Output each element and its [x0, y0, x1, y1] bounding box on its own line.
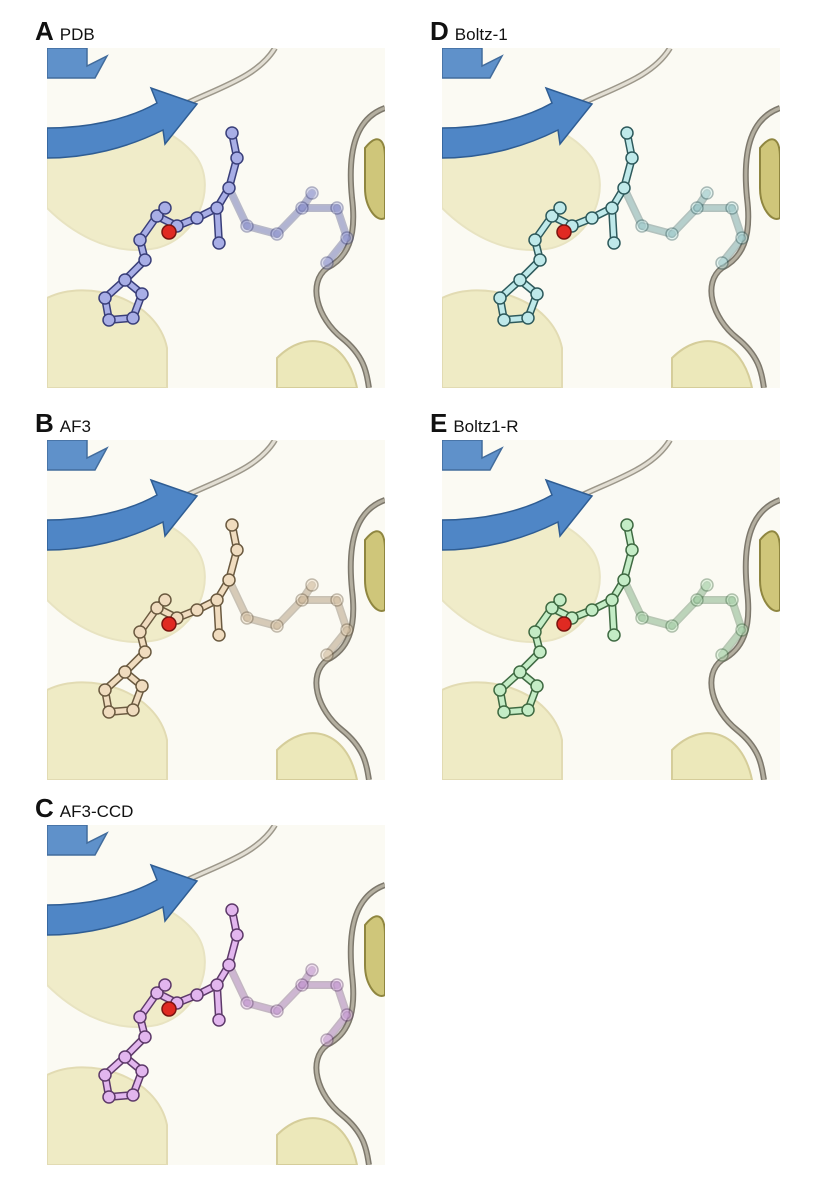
helix — [759, 530, 780, 612]
beta-strand — [47, 440, 109, 471]
oxygen-atom — [161, 1001, 177, 1017]
beta-strand — [442, 478, 594, 551]
beta-strand — [47, 86, 199, 159]
loop — [709, 106, 780, 388]
panel-c: C AF3-CCD — [35, 795, 395, 1175]
panel-letter: E — [430, 408, 448, 438]
panel-label: Boltz-1 — [454, 25, 508, 44]
helix — [364, 530, 385, 612]
structure-image — [47, 48, 385, 388]
beta-strand — [47, 825, 109, 856]
beta-strand — [442, 440, 504, 471]
loop — [709, 498, 780, 780]
panel-header: A PDB — [35, 18, 95, 48]
beta-strand — [47, 48, 109, 79]
oxygen-atom — [556, 224, 572, 240]
loop — [314, 106, 385, 388]
panel-d: D Boltz-1 — [430, 18, 790, 398]
panel-label: PDB — [59, 25, 95, 44]
panel-letter: D — [430, 16, 449, 46]
structure-image — [47, 825, 385, 1165]
beta-strand — [47, 478, 199, 551]
beta-strand — [47, 863, 199, 936]
helix — [364, 915, 385, 997]
helix — [276, 1117, 359, 1165]
structure-image — [47, 440, 385, 780]
panel-e: E Boltz1-R — [430, 410, 790, 790]
loop — [314, 883, 385, 1165]
panel-letter: A — [35, 16, 54, 46]
helix — [759, 138, 780, 220]
panel-label: AF3 — [59, 417, 91, 436]
oxygen-atom — [161, 224, 177, 240]
loop — [314, 498, 385, 780]
helix — [276, 340, 359, 388]
helix — [671, 732, 754, 780]
panel-a: A PDB — [35, 18, 395, 398]
structure-image — [442, 440, 780, 780]
panel-b: B AF3 — [35, 410, 395, 790]
panel-label: AF3-CCD — [59, 802, 134, 821]
panel-header: D Boltz-1 — [430, 18, 508, 48]
helix — [276, 732, 359, 780]
panel-header: E Boltz1-R — [430, 410, 519, 440]
panel-letter: B — [35, 408, 54, 438]
helix — [364, 138, 385, 220]
panel-header: C AF3-CCD — [35, 795, 133, 825]
helix — [671, 340, 754, 388]
panel-label: Boltz1-R — [453, 417, 519, 436]
structure-image — [442, 48, 780, 388]
beta-strand — [442, 86, 594, 159]
oxygen-atom — [556, 616, 572, 632]
beta-strand — [442, 48, 504, 79]
oxygen-atom — [161, 616, 177, 632]
panel-letter: C — [35, 793, 54, 823]
panel-header: B AF3 — [35, 410, 91, 440]
